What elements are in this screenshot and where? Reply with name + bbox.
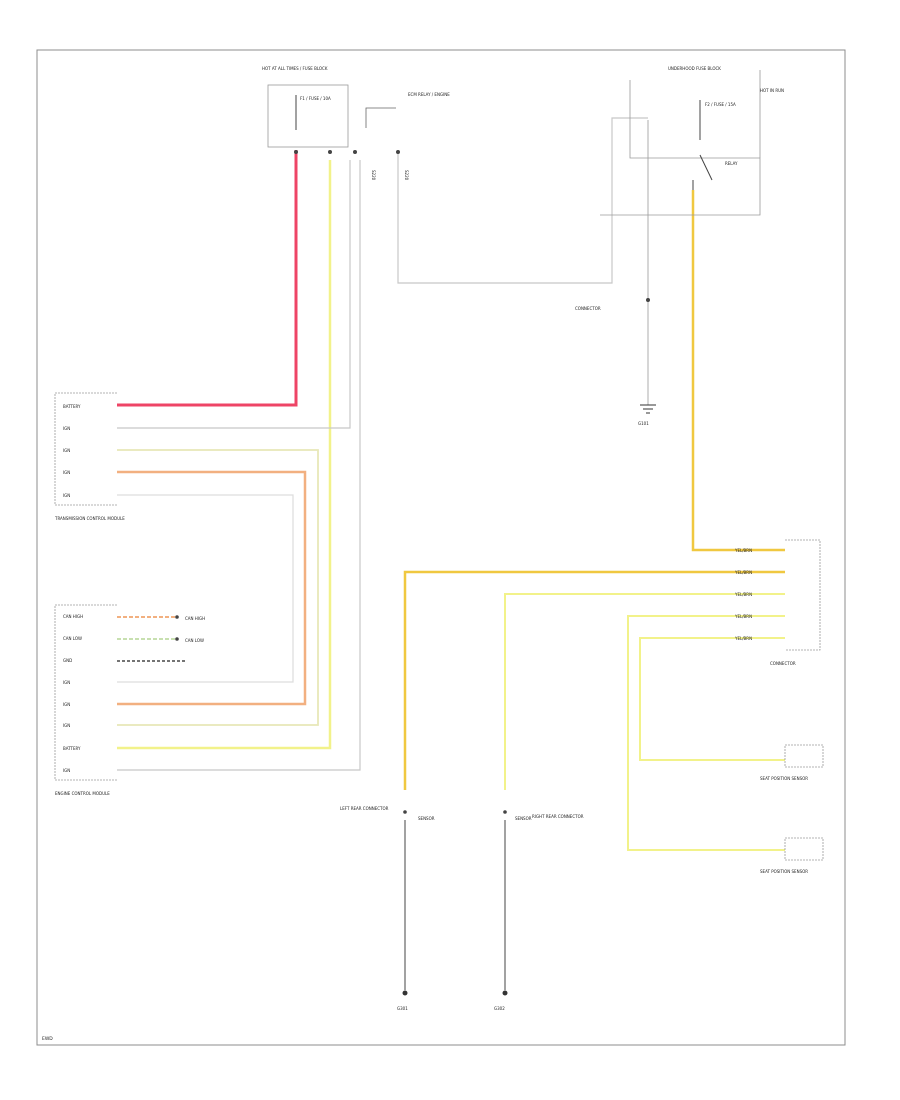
left-ground-label: G301 bbox=[397, 1006, 408, 1011]
fuse-block-right-box bbox=[600, 80, 761, 216]
ecm-pin-label-7: BATTERY bbox=[63, 746, 81, 751]
splice-top-right-label: S220 bbox=[404, 170, 409, 181]
wire-gold-right bbox=[691, 190, 785, 552]
yellow-wire-label-5: YEL/BRN bbox=[734, 636, 752, 641]
ecm-pin-label-4: IGN bbox=[63, 680, 70, 685]
sensor-right-label: SENSOR bbox=[515, 816, 532, 821]
yellow-wire-label-4: YEL/BRN bbox=[734, 614, 752, 619]
left-rear-connector-label: LEFT REAR CONNECTOR bbox=[340, 806, 389, 811]
left-ground-terminal bbox=[402, 990, 408, 996]
right-ground-terminal bbox=[502, 990, 508, 996]
corner-note: EWD bbox=[42, 1036, 53, 1042]
wire-gray-loop bbox=[397, 117, 648, 284]
fuse-b-block-label: UNDERHOOD FUSE BLOCK bbox=[668, 66, 721, 71]
relay-switch bbox=[692, 154, 713, 190]
right-connector-title: CONNECTOR bbox=[770, 661, 796, 666]
tcm-top-box bbox=[54, 392, 117, 506]
ground-connector-label: CONNECTOR bbox=[575, 306, 601, 311]
right-connector-box bbox=[785, 539, 821, 651]
fuse-ecm-label: F1 / FUSE / 10A bbox=[300, 96, 331, 101]
splice-top-label: S220 bbox=[371, 170, 376, 181]
ecm-pin-label-5: IGN bbox=[63, 702, 70, 707]
pin-top-3 bbox=[353, 150, 357, 154]
ecm-pin-label-8: IGN bbox=[63, 768, 70, 773]
ecm-pin-label-3: GND bbox=[63, 658, 72, 663]
sensor-module-1-label: SEAT POSITION SENSOR bbox=[760, 776, 808, 781]
fuse-right-label: F2 / FUSE / 15A bbox=[705, 102, 736, 107]
left-rear-connector-pin bbox=[403, 810, 407, 814]
ground-g1-label: G101 bbox=[638, 421, 649, 426]
pin-top-4 bbox=[396, 150, 400, 154]
right-ground-label: G302 bbox=[494, 1006, 505, 1011]
yellow-wire-label-3: YEL/BRN bbox=[734, 592, 752, 597]
wire-lgreen bbox=[117, 449, 319, 726]
ground-symbol-right bbox=[640, 404, 656, 414]
ecm-pin-label-6: IGN bbox=[63, 723, 70, 728]
fuse-block-top-left bbox=[267, 84, 349, 148]
sensor-left-label: SENSOR bbox=[418, 816, 435, 821]
wire-yellow-right-rear bbox=[504, 593, 785, 790]
right-rear-connector-pin bbox=[503, 810, 507, 814]
wire-red bbox=[117, 150, 298, 407]
wire-gold-left-rear bbox=[403, 570, 785, 790]
can-low-terminal bbox=[175, 637, 179, 641]
can-high-label: CAN HIGH bbox=[185, 616, 205, 621]
pin-top-2 bbox=[328, 150, 332, 154]
wire-yellow-module-1 bbox=[627, 615, 785, 851]
relay-bracket bbox=[365, 107, 396, 128]
can-low-label: CAN LOW bbox=[185, 638, 204, 643]
diagram-frame bbox=[36, 49, 846, 1046]
tcm-pin-label-5: IGN bbox=[63, 493, 70, 498]
sensor-module-2 bbox=[784, 837, 824, 861]
yellow-wire-label-2: YEL/BRN bbox=[734, 570, 752, 575]
tcm-top-title: TRANSMISSION CONTROL MODULE bbox=[54, 516, 125, 521]
fuse-block-top-left-label: HOT AT ALL TIMES / FUSE BLOCK bbox=[262, 66, 328, 71]
wire-gray-2 bbox=[117, 160, 361, 771]
pin-top-1 bbox=[294, 150, 298, 154]
ecm-box bbox=[54, 604, 117, 781]
tcm-pin-label-2: IGN bbox=[63, 426, 70, 431]
ground-connector-pin bbox=[646, 298, 650, 302]
hot-in-run-label: HOT IN RUN bbox=[760, 88, 784, 93]
can-high-terminal bbox=[175, 615, 179, 619]
relay-right-label: RELAY bbox=[725, 161, 738, 166]
wire-yellow-main bbox=[117, 160, 332, 750]
tcm-pin-label-3: IGN bbox=[63, 448, 70, 453]
sensor-module-2-label: SEAT POSITION SENSOR bbox=[760, 869, 808, 874]
yellow-wire-label-1: YEL/BRN bbox=[734, 548, 752, 553]
sensor-module-1 bbox=[784, 744, 824, 768]
ecm-title: ENGINE CONTROL MODULE bbox=[55, 791, 110, 796]
wire-orange bbox=[117, 470, 307, 706]
wire-yellow-module-2 bbox=[639, 637, 785, 761]
right-rear-connector-label: RIGHT REAR CONNECTOR bbox=[532, 814, 584, 819]
relay-label: ECM RELAY / ENGINE bbox=[408, 92, 450, 97]
ecm-pin-label-2: CAN LOW bbox=[63, 636, 82, 641]
wire-lightgray bbox=[117, 494, 294, 683]
tcm-pin-label-4: IGN bbox=[63, 470, 70, 475]
ecm-pin-label-1: CAN HIGH bbox=[63, 614, 83, 619]
tcm-pin-label-1: BATTERY bbox=[63, 404, 81, 409]
wire-gray-1 bbox=[117, 160, 351, 429]
